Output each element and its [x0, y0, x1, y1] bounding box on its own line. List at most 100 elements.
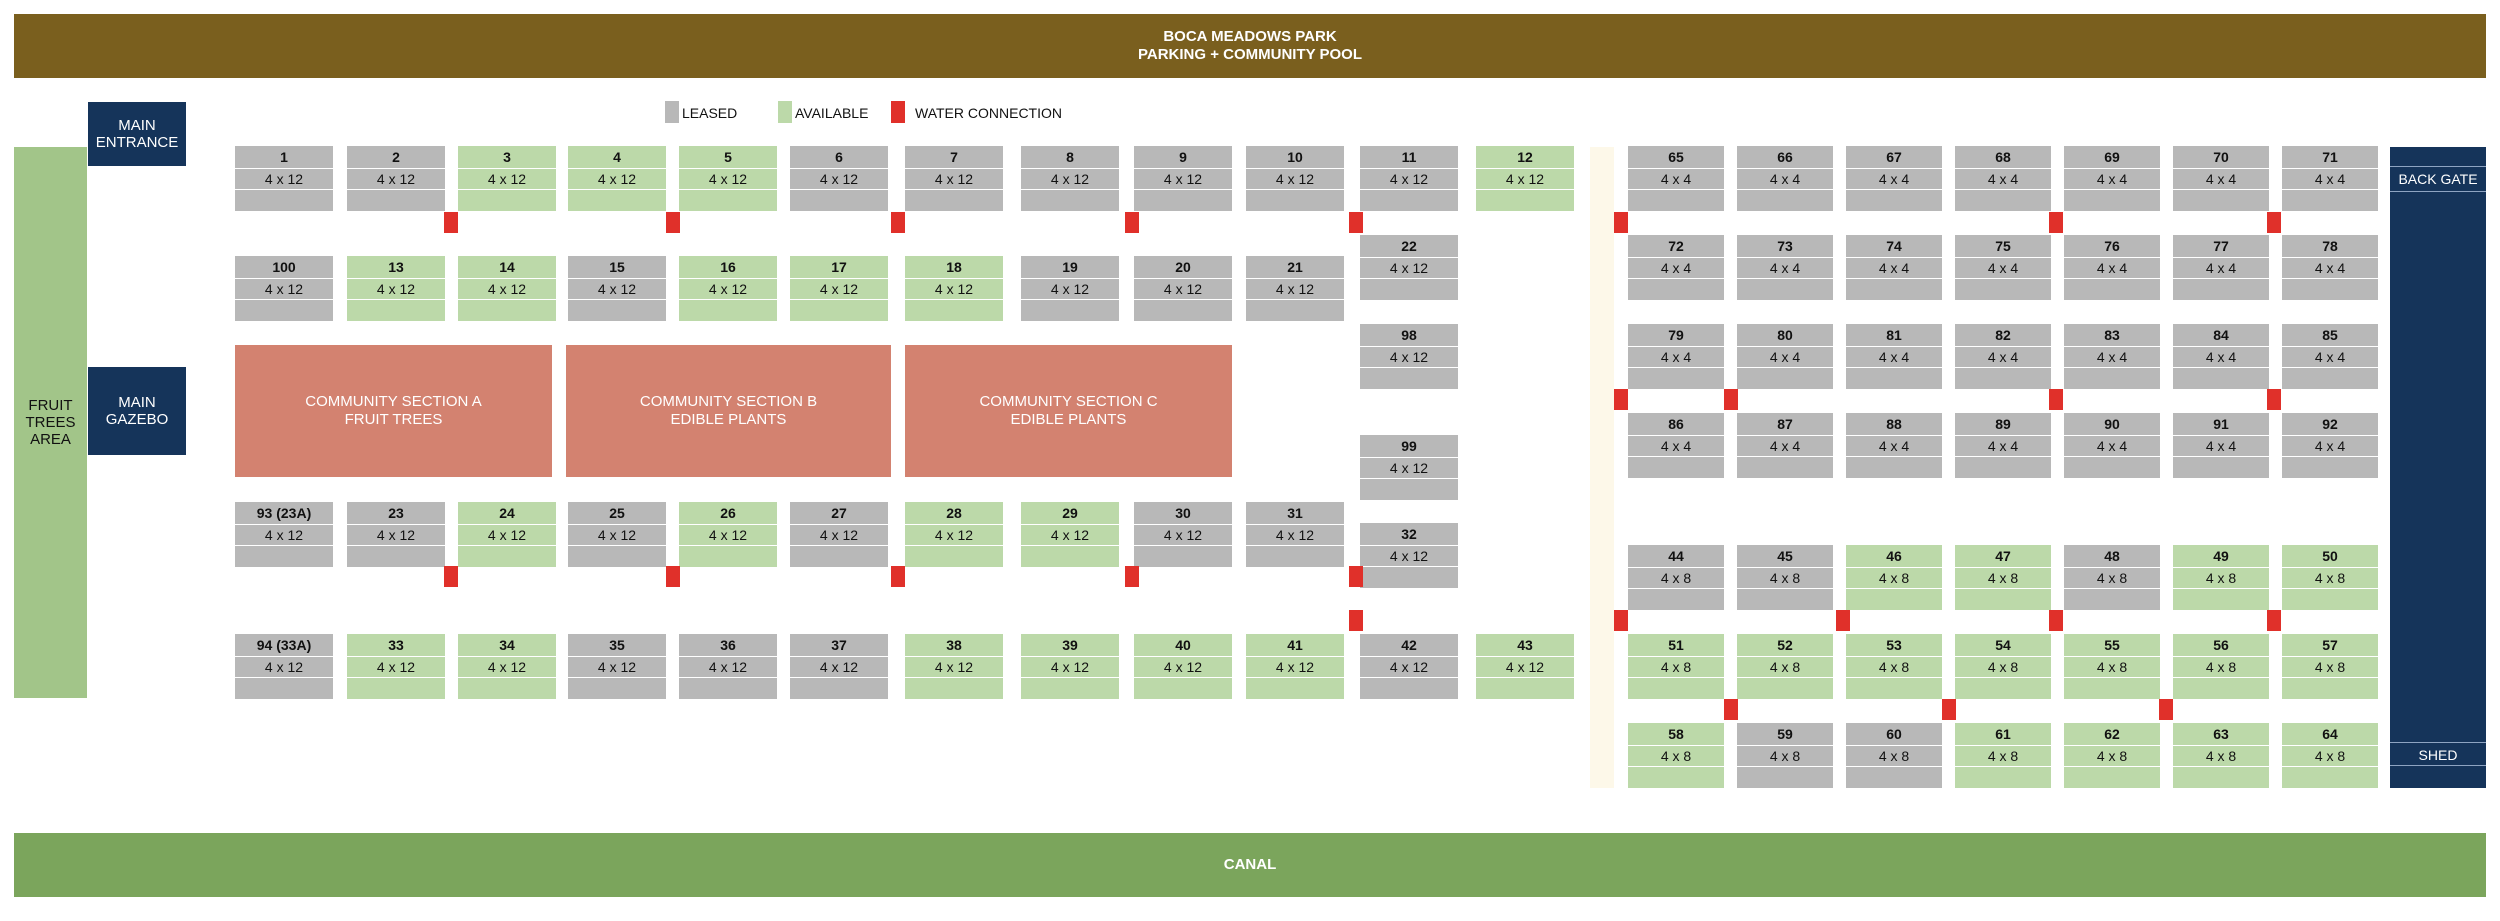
water-connection-marker: [1942, 699, 1956, 720]
plot-94[interactable]: 94 (33A)4 x 12: [235, 634, 333, 699]
plot-93[interactable]: 93 (23A)4 x 12: [235, 502, 333, 567]
plot-footer: [568, 300, 666, 321]
plot-footer: [1955, 279, 2051, 300]
